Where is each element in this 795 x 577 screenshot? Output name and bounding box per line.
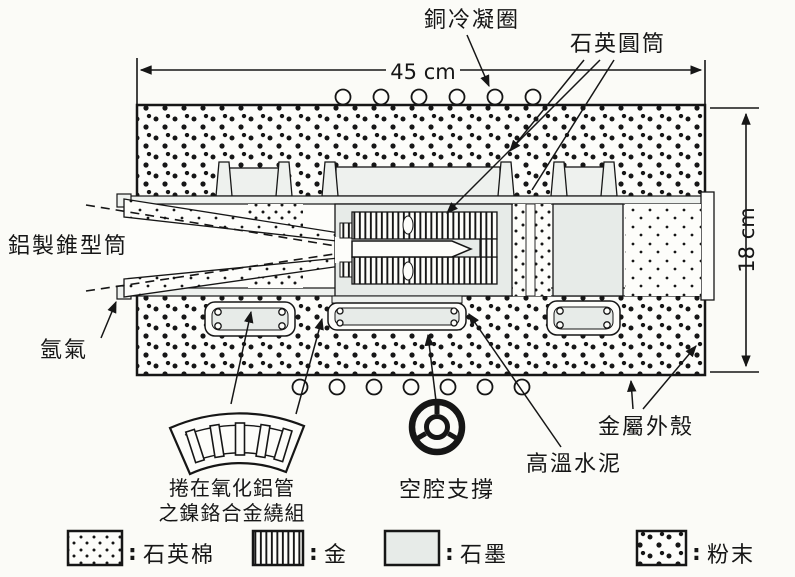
gold-lining-top <box>351 211 498 240</box>
label-cavity-support: 空腔支撐 <box>399 478 495 503</box>
legend-label-quartz-wool: 石英棉 <box>143 543 215 568</box>
heater-winding-icon <box>168 412 306 476</box>
heater-capsules <box>204 295 621 337</box>
quartz-tube-wall <box>525 203 536 297</box>
legend-item-quartz-wool: : 石英棉 <box>66 529 215 568</box>
legend-colon: : <box>309 541 318 566</box>
cone-interior <box>125 217 390 279</box>
leader-quartz-cylinder-1 <box>509 59 585 152</box>
leader-cement <box>468 313 562 448</box>
top-graphite-blocks <box>215 161 618 197</box>
cavity-support-icon <box>408 398 466 456</box>
label-argon-gas: 氬氣 <box>40 338 88 363</box>
sample-boat <box>351 240 473 258</box>
dimension-height <box>710 107 759 373</box>
leader-winding-2 <box>295 317 324 415</box>
legend-colon: : <box>128 541 137 566</box>
leader-winding-1 <box>230 310 254 405</box>
copper-coil-bottom-icon <box>291 378 531 396</box>
graphite-block <box>552 203 624 297</box>
label-high-temp-cement: 高溫水泥 <box>526 452 622 477</box>
height-dimension-label: 18 cm <box>735 207 759 272</box>
legend: : 石英棉 : 金 : 石墨 : 粉末 <box>66 529 755 568</box>
leader-copper-coil <box>466 34 490 88</box>
right-end-flange <box>700 191 715 301</box>
gold-lining-end <box>479 238 498 258</box>
legend-label-powder: 粉末 <box>707 543 755 568</box>
quartz-wool-column-far-right <box>625 204 701 296</box>
leader-quartz-cylinder-2 <box>446 59 601 214</box>
legend-item-powder: : 粉末 <box>635 529 755 568</box>
gold-swatch <box>251 529 305 567</box>
width-dimension-label: 45 cm <box>390 60 455 84</box>
core-assembly <box>334 203 513 297</box>
leader-cavity-support <box>424 333 437 402</box>
label-heater-winding-line1: 捲在氧化鋁管 <box>169 476 295 500</box>
label-copper-cooling-coil: 銅冷凝圈 <box>424 8 520 33</box>
legend-colon: : <box>692 541 701 566</box>
copper-coil-top-icon <box>334 88 542 106</box>
quartz-rail-top <box>119 195 714 205</box>
label-quartz-cylinder: 石英圓筒 <box>570 32 666 57</box>
leader-lines <box>100 34 697 448</box>
gold-lining-bottom <box>351 256 498 285</box>
label-aluminum-cone: 鋁製錐型筒 <box>8 234 128 259</box>
quartz-wool-swatch <box>66 529 124 567</box>
leader-quartz-cylinder-3 <box>531 59 615 191</box>
leader-metal-shell-2 <box>642 345 697 410</box>
leader-metal-shell-1 <box>627 379 637 410</box>
powder-swatch <box>635 529 688 567</box>
graphite-swatch <box>383 529 441 567</box>
leader-argon <box>100 300 117 339</box>
legend-colon: : <box>445 541 454 566</box>
legend-item-gold: : 金 <box>251 529 348 568</box>
legend-item-graphite: : 石墨 <box>383 529 508 568</box>
furnace-body <box>85 88 715 396</box>
label-heater-winding-line2: 之鎳鉻合金繞組 <box>159 501 306 525</box>
legend-label-gold: 金 <box>324 543 348 568</box>
label-metal-shell: 金屬外殼 <box>598 415 694 440</box>
legend-label-graphite: 石墨 <box>460 543 508 568</box>
